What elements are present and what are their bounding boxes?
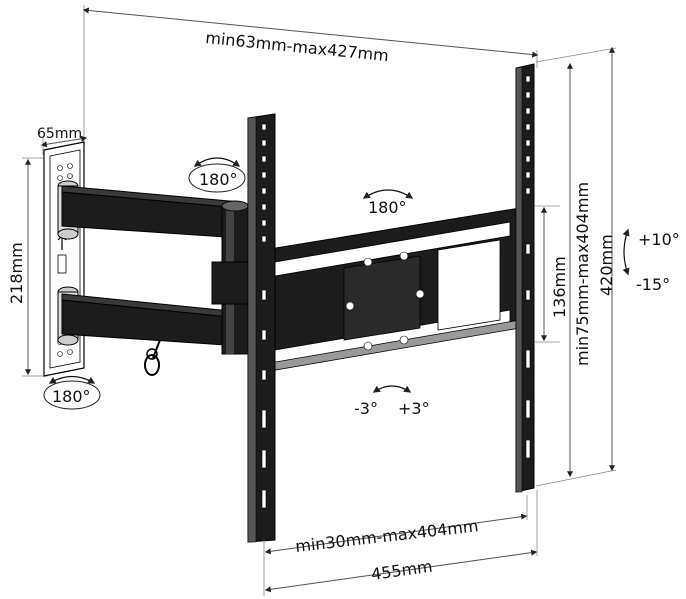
swing-arm-upper bbox=[61, 185, 241, 239]
wall-plate-depth-dimension: 65mm bbox=[37, 126, 88, 155]
arm-joint bbox=[211, 200, 251, 355]
overall-width-label: 455mm bbox=[370, 557, 434, 584]
wall-swivel-rotation-label: 180° bbox=[52, 387, 91, 406]
right-vertical-bracket bbox=[515, 63, 535, 493]
security-hook bbox=[144, 339, 161, 376]
wall-swivel-rotation: 180° bbox=[43, 375, 101, 410]
arm-joint-rotation: 180° bbox=[188, 157, 246, 193]
leveling-indicator: -3° +3° bbox=[354, 385, 430, 418]
vertical-bracket-length-label: 420mm bbox=[597, 234, 616, 296]
wall-plate-depth-label: 65mm bbox=[37, 126, 82, 142]
swing-arm-lower bbox=[61, 293, 241, 347]
bracket-holes-left bbox=[261, 123, 267, 509]
bracket-spacing-dimension: 136mm bbox=[534, 205, 569, 343]
vertical-mount-range-dimension: min75mm-max404mm bbox=[567, 62, 592, 478]
horizontal-mount-range-label: min30mm-max404mm bbox=[294, 516, 479, 556]
bracket-holes-right bbox=[525, 75, 531, 459]
bracket-spacing-label: 136mm bbox=[550, 256, 569, 318]
top-extension-dimension: min63mm-max427mm bbox=[82, 5, 539, 150]
wall-plate-height-dimension: 218mm bbox=[7, 157, 48, 377]
tilt-up-label: +10° bbox=[638, 230, 680, 249]
wall-plate-height-label: 218mm bbox=[7, 242, 26, 304]
mounting-hole bbox=[57, 165, 63, 171]
tilt-indicator: +10° -15° bbox=[622, 228, 680, 294]
arm-joint-rotation-label: 180° bbox=[199, 170, 238, 189]
vertical-mount-range-label: min75mm-max404mm bbox=[573, 182, 592, 366]
top-extension-label: min63mm-max427mm bbox=[205, 28, 390, 65]
left-vertical-bracket bbox=[247, 113, 276, 543]
vertical-bracket-length-dimension: 420mm bbox=[535, 46, 617, 487]
center-swivel-rotation: 180° bbox=[362, 189, 414, 217]
horizontal-mount-range-dimension: min30mm-max404mm bbox=[263, 495, 528, 560]
level-minus-label: -3° bbox=[354, 399, 378, 418]
center-bracket bbox=[263, 207, 521, 373]
center-swivel-rotation-label: 180° bbox=[368, 198, 407, 217]
wall-plate bbox=[43, 141, 85, 377]
tilt-down-label: -15° bbox=[636, 275, 670, 294]
level-plus-label: +3° bbox=[398, 399, 430, 418]
